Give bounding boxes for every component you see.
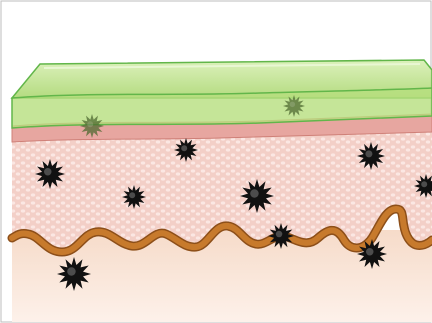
particle-highlight-11 bbox=[67, 267, 76, 276]
particle-highlight-2 bbox=[290, 102, 296, 108]
particle-highlight-8 bbox=[421, 181, 427, 187]
particle-highlight-1 bbox=[87, 121, 93, 127]
particle-highlight-7 bbox=[250, 189, 259, 198]
particle-highlight-5 bbox=[44, 168, 52, 176]
particle-highlight-4 bbox=[365, 150, 372, 157]
particle-highlight-9 bbox=[276, 231, 283, 238]
particle-highlight-6 bbox=[129, 192, 135, 198]
particle-highlight-3 bbox=[181, 145, 187, 151]
particle-highlight-10 bbox=[366, 248, 374, 256]
